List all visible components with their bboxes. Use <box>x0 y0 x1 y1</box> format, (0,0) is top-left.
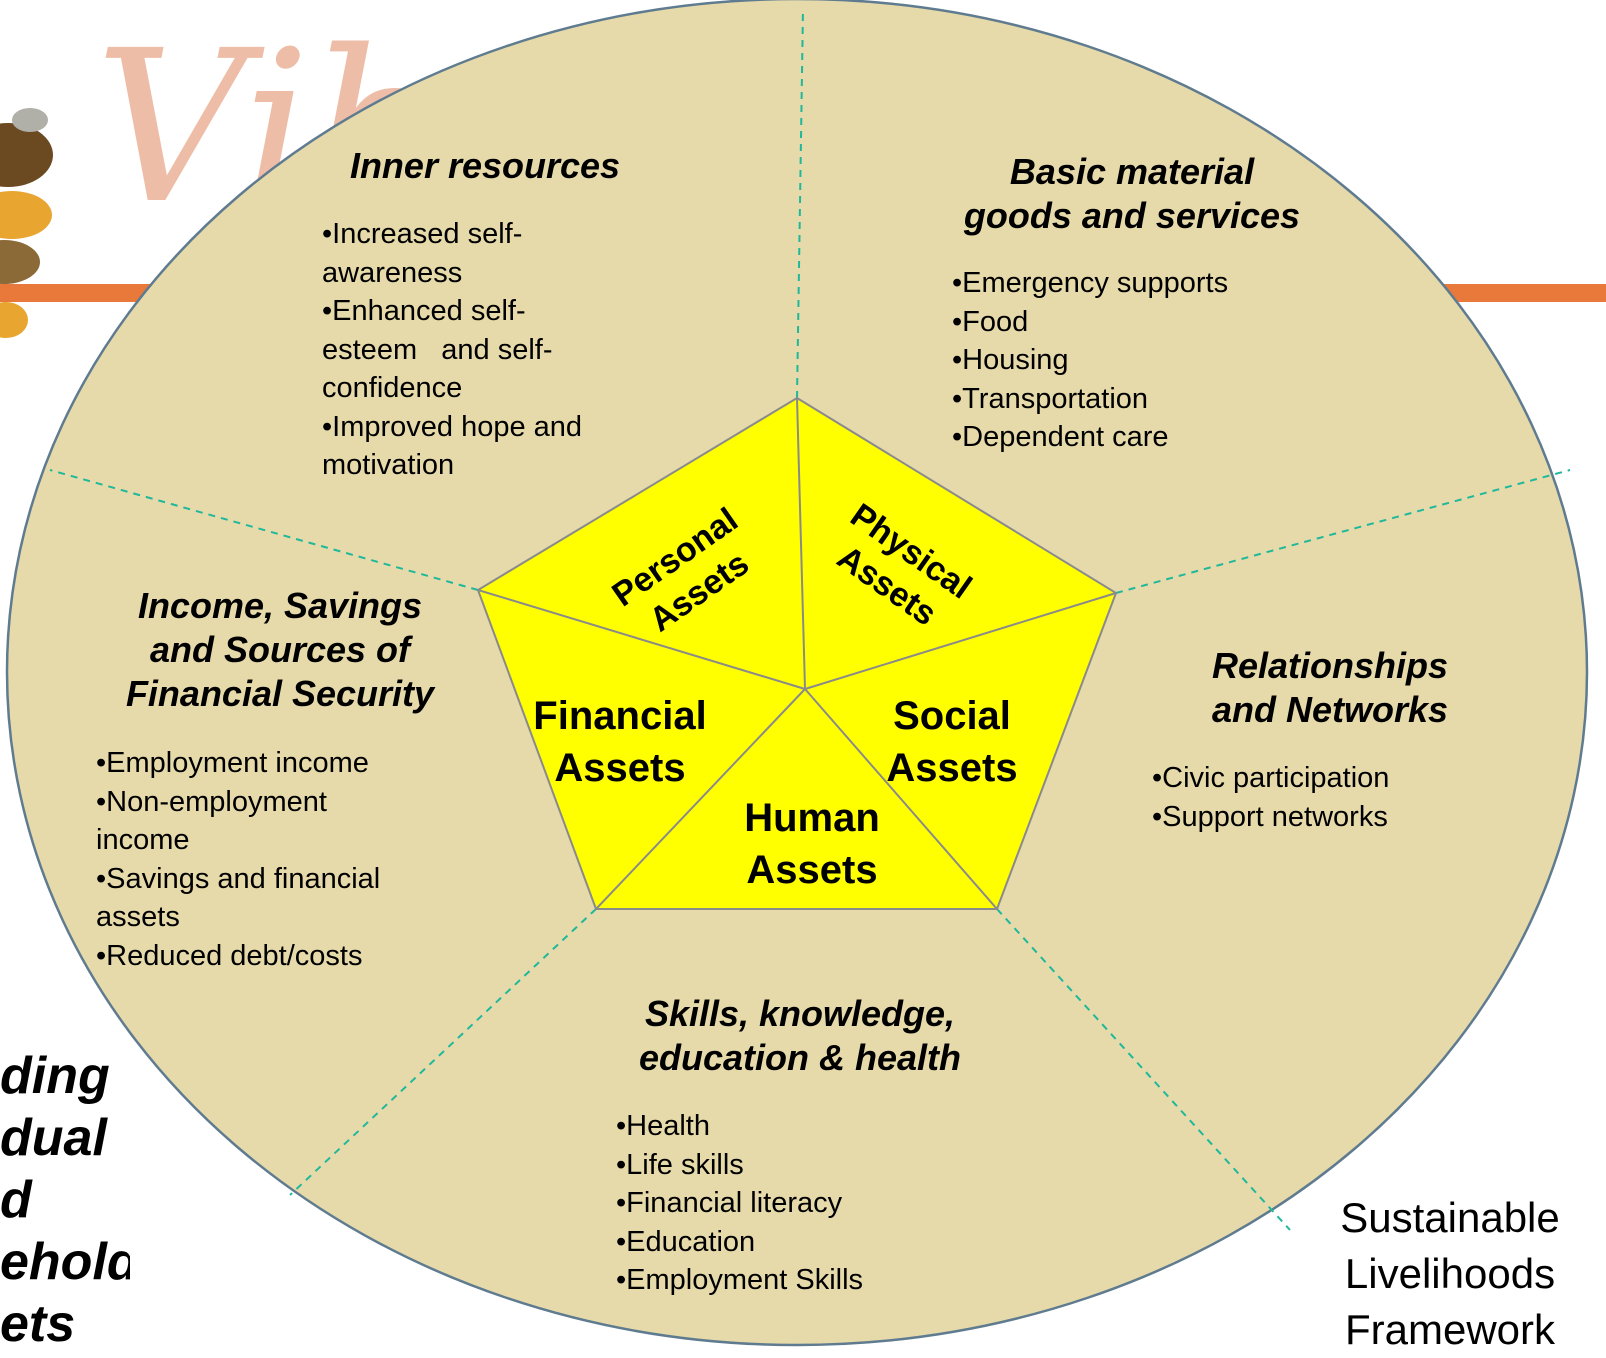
assets-pentagon <box>476 396 1118 910</box>
framework-caption: Sustainable Livelihoods Framework <box>1340 1194 1560 1353</box>
section-dividers <box>49 7 1571 1231</box>
pentagon-spokes <box>477 397 1117 910</box>
human-assets-label: Human Assets <box>744 796 880 892</box>
background-heading: ding dual d ehold ets <box>0 1047 130 1353</box>
relationships-list: •Civic participation •Support networks <box>1152 762 1390 833</box>
leaf-decoration <box>0 108 53 338</box>
income-savings-list: •Employment income •Non-employment incom… <box>96 747 381 972</box>
relationships-title: Relationships and Networks <box>1211 645 1449 730</box>
skills-list: •Health •Life skills •Financial literacy… <box>616 1110 864 1296</box>
skills-title: Skills, knowledge, education & health <box>638 993 962 1078</box>
inner-resources-list: •Increased self- awareness •Enhanced sel… <box>322 218 583 481</box>
basic-material-list: •Emergency supports •Food •Housing •Tran… <box>952 267 1229 453</box>
inner-resources-title: Inner resources <box>349 145 621 186</box>
social-assets-label: Social Assets <box>886 694 1018 790</box>
basic-material-title: Basic material goods and services <box>963 151 1301 236</box>
financial-assets-label: Financial Assets <box>533 694 707 790</box>
income-savings-title: Income, Savings and Sources of Financial… <box>125 585 435 714</box>
